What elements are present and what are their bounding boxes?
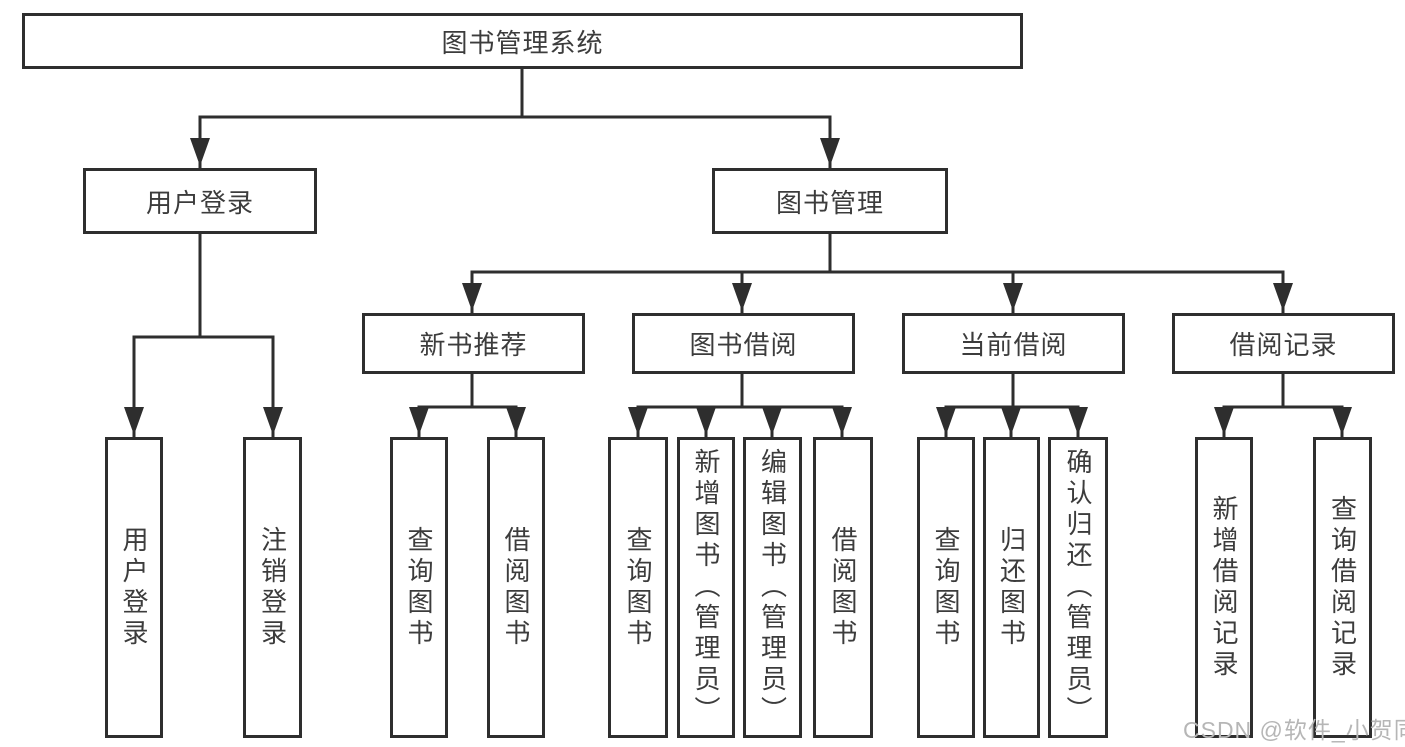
- leaf-br-query-record: 查询借阅记录: [1313, 437, 1372, 738]
- leaf-bb-query-book: 查询图书: [608, 437, 668, 738]
- arrowhead-user-login-children: [124, 407, 283, 435]
- node-root: 图书管理系统: [22, 13, 1023, 69]
- leaf-cb-confirm-return-admin-label: 确认归还（管理员）: [1063, 448, 1093, 727]
- node-book-management: 图书管理: [712, 168, 948, 234]
- leaf-nbr-query-book-label: 查询图书: [404, 525, 434, 650]
- node-borrow-record: 借阅记录: [1172, 313, 1395, 374]
- arrowhead-level2: [190, 138, 840, 166]
- leaf-cb-query-book-label: 查询图书: [931, 525, 961, 650]
- leaf-bb-borrow-book-label: 借阅图书: [828, 525, 858, 650]
- arrowhead-borrow-record-children: [1214, 407, 1352, 435]
- node-current-borrow-label: 当前借阅: [959, 330, 1068, 360]
- leaf-user-login: 用户登录: [105, 437, 163, 738]
- node-new-book-recommend-label: 新书推荐: [419, 330, 528, 360]
- wire-book-management-sections: [470, 232, 1285, 315]
- leaf-cb-return-book: 归还图书: [983, 437, 1040, 738]
- node-book-borrow: 图书借阅: [632, 313, 855, 374]
- arrowhead-new-book-recommend-children: [409, 407, 526, 435]
- leaf-cb-query-book: 查询图书: [917, 437, 975, 738]
- leaf-nbr-query-book: 查询图书: [390, 437, 448, 738]
- node-user-login: 用户登录: [83, 168, 317, 234]
- leaf-bb-borrow-book: 借阅图书: [813, 437, 873, 738]
- wire-user-login-children: [132, 232, 275, 439]
- node-book-management-label: 图书管理: [775, 187, 884, 218]
- node-current-borrow: 当前借阅: [902, 313, 1125, 374]
- leaf-cb-return-book-label: 归还图书: [996, 525, 1027, 650]
- leaf-cb-confirm-return-admin: 确认归还（管理员）: [1048, 437, 1108, 738]
- leaf-logout-label: 注销登录: [257, 525, 288, 650]
- wire-book-borrow-children: [636, 372, 844, 439]
- leaf-logout: 注销登录: [243, 437, 302, 738]
- node-new-book-recommend: 新书推荐: [362, 313, 585, 374]
- leaf-nbr-borrow-book-label: 借阅图书: [501, 525, 531, 650]
- leaf-br-query-record-label: 查询借阅记录: [1327, 494, 1358, 681]
- leaf-bb-add-book-admin-label: 新增图书（管理员）: [691, 448, 721, 727]
- leaf-bb-query-book-label: 查询图书: [623, 525, 653, 650]
- arrowhead-book-management-sections: [462, 283, 1293, 311]
- wire-root-to-level2: [198, 66, 832, 170]
- leaf-br-add-record-label: 新增借阅记录: [1209, 494, 1239, 681]
- arrowhead-current-borrow-children: [936, 407, 1088, 435]
- leaf-br-add-record: 新增借阅记录: [1195, 437, 1253, 738]
- leaf-bb-add-book-admin: 新增图书（管理员）: [677, 437, 735, 738]
- node-user-login-label: 用户登录: [145, 187, 254, 218]
- node-root-label: 图书管理系统: [441, 27, 604, 58]
- node-book-borrow-label: 图书借阅: [689, 330, 798, 360]
- leaf-user-login-label: 用户登录: [119, 525, 149, 650]
- csdn-watermark: CSDN @软件_小贺同学: [1183, 717, 1405, 743]
- node-borrow-record-label: 借阅记录: [1229, 330, 1338, 360]
- arrowhead-book-borrow-children: [628, 407, 852, 435]
- leaf-bb-edit-book-admin: 编辑图书（管理员）: [743, 437, 802, 738]
- leaf-nbr-borrow-book: 借阅图书: [487, 437, 545, 738]
- leaf-bb-edit-book-admin-label: 编辑图书（管理员）: [757, 448, 788, 727]
- wire-borrow-record-children: [1222, 372, 1344, 439]
- wire-new-book-recommend-children: [417, 372, 518, 439]
